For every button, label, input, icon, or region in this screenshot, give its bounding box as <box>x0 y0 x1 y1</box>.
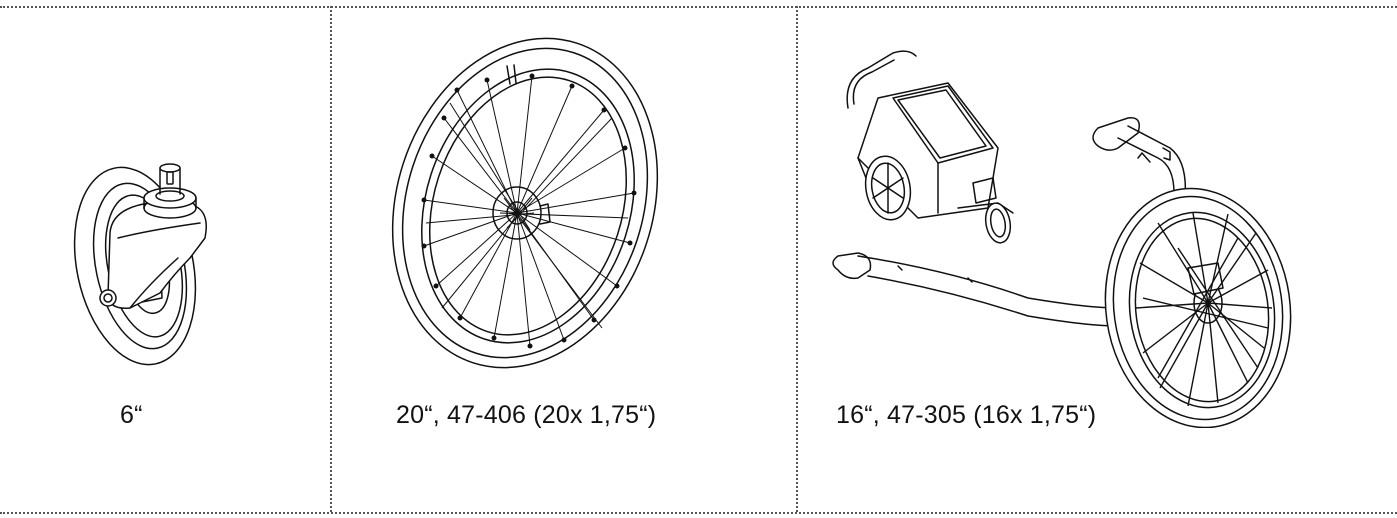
caption-bicycle-wheel: 20“, 47-406 (20x 1,75“) <box>396 401 657 429</box>
cell-caster-wheel: 6“ <box>0 8 330 512</box>
bottom-divider <box>0 512 1397 514</box>
trailer-icon <box>846 50 1014 244</box>
caster-wheel-icon <box>73 163 207 366</box>
jogging-kit-icon <box>832 50 1292 428</box>
column-divider-1 <box>330 6 332 512</box>
bicycle-wheel-icon <box>391 37 659 369</box>
caption-caster-wheel: 6“ <box>120 401 143 429</box>
top-divider <box>0 6 1397 8</box>
cell-jogging-kit: 16“, 47-305 (16x 1,75“) <box>798 8 1397 512</box>
column-divider-2 <box>796 6 798 512</box>
cell-bicycle-wheel: 20“, 47-406 (20x 1,75“) <box>332 8 796 512</box>
caption-jogging-kit: 16“, 47-305 (16x 1,75“) <box>836 401 1097 429</box>
